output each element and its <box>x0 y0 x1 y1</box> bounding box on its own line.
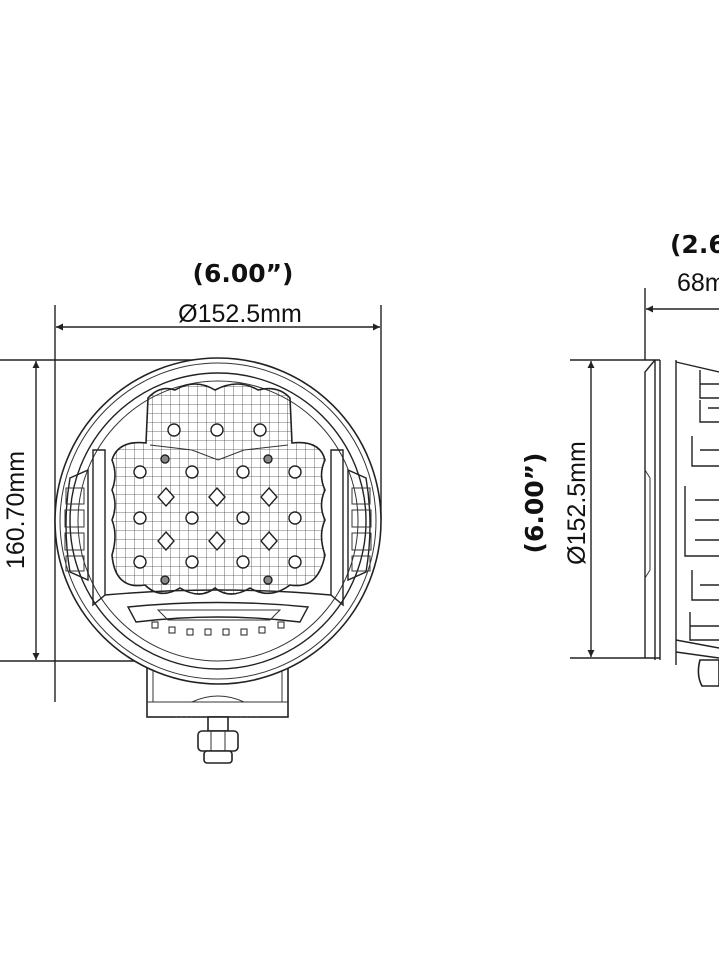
height-dimension: 160.70mm <box>0 359 200 662</box>
light-front-view <box>54 357 382 764</box>
led-array <box>133 423 302 585</box>
cooling-fins <box>675 370 719 659</box>
drl-strip <box>126 601 310 636</box>
width-mm-label: Ø152.5mm <box>178 300 302 328</box>
side-diameter-dimension: (6.00”) Ø152.5mm <box>520 359 660 659</box>
side-diameter-inch-label: (6.00”) <box>520 453 549 554</box>
height-mm-label: 160.70mm <box>2 451 30 569</box>
width-inch-label: (6.00”) <box>193 259 294 288</box>
depth-mm-label: 68mm <box>677 269 719 297</box>
depth-dimension: (2.68”) 68mm <box>644 230 719 360</box>
mount-bolt <box>197 716 239 764</box>
side-diameter-mm-label: Ø152.5mm <box>563 441 591 565</box>
side-bracket <box>697 659 719 687</box>
width-dimension: (6.00”) Ø152.5mm <box>54 259 382 702</box>
left-vent <box>64 468 89 582</box>
depth-inch-label: (2.68”) <box>670 230 719 259</box>
right-vent <box>347 468 372 582</box>
light-side-view <box>644 359 719 687</box>
